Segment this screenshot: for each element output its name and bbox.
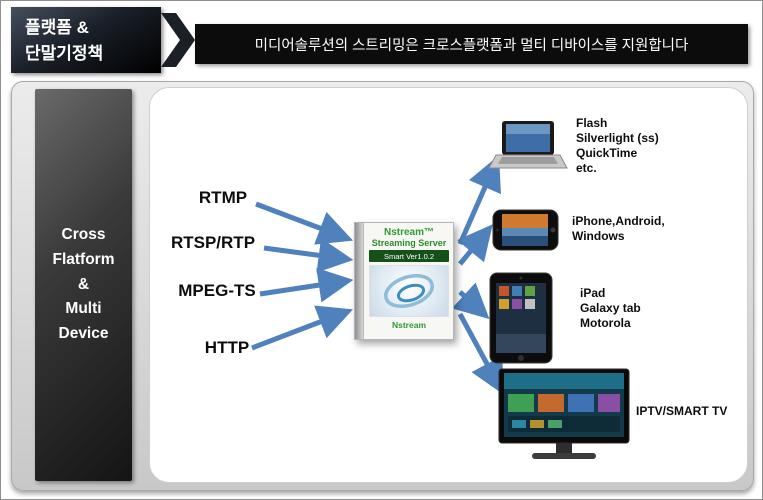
label-iptv-smart-tv: IPTV/SMART TV	[636, 404, 728, 418]
label-etc: etc.	[576, 161, 597, 175]
device-label-tablet: iPad Galaxy tab Motorola	[580, 286, 641, 331]
banner-text: 미디어솔루션의 스트리밍은 크로스플랫폼과 멀티 디바이스를 지원합니다	[195, 24, 748, 64]
swirl-logo-icon	[384, 274, 434, 308]
streaming-server-box: Nstream™ Streaming Server Smart Ver1.0.2…	[354, 222, 454, 340]
sidebar-line-multi: Multi	[65, 300, 102, 318]
device-label-phone: iPhone,Android, Windows	[572, 214, 665, 244]
sidebar-line-device: Device	[58, 325, 109, 343]
sidebar-line-flatform: Flatform	[52, 250, 115, 268]
protocol-rtsp-rtp: RTSP/RTP	[170, 233, 256, 252]
server-version: Smart Ver1.0.2	[369, 250, 449, 262]
label-windows: Windows	[572, 229, 625, 243]
label-quicktime: QuickTime	[576, 146, 638, 160]
label-iphone-android: iPhone,Android,	[572, 214, 665, 228]
label-galaxy-tab: Galaxy tab	[580, 301, 641, 315]
slide-title-line1: 플랫폼 &	[25, 18, 89, 37]
tablet-icon	[489, 272, 553, 364]
server-brand: Nstream™	[383, 227, 435, 238]
label-motorola: Motorola	[580, 316, 631, 330]
protocol-rtmp: RTMP	[198, 188, 248, 207]
server-box-content: Nstream™ Streaming Server Smart Ver1.0.2…	[365, 223, 453, 332]
laptop-icon	[488, 121, 568, 169]
chevron-right-icon	[161, 13, 195, 67]
server-footer: Nstream	[391, 320, 427, 330]
label-ipad: iPad	[580, 286, 606, 300]
protocol-mpeg-ts: MPEG-TS	[178, 281, 256, 300]
diagram-panel: RTMP RTSP/RTP MPEG-TS HTTP Nstream™ Stre…	[149, 87, 748, 483]
protocol-http: HTTP	[204, 338, 250, 357]
label-flash: Flash	[576, 116, 608, 130]
slide-title-box: 플랫폼 & 단말기정책	[11, 7, 161, 73]
smart-tv-icon	[498, 368, 630, 459]
sidebar-line-amp: &	[77, 275, 90, 293]
server-logo	[369, 265, 449, 317]
device-label-laptop: Flash Silverlight (ss) QuickTime etc.	[576, 116, 659, 176]
sidebar-label-box: Cross Flatform & Multi Device	[35, 89, 132, 481]
server-product: Streaming Server	[371, 238, 447, 248]
smartphone-icon	[492, 209, 559, 251]
sidebar-line-cross: Cross	[61, 226, 106, 243]
slide-title-line2: 단말기정책	[25, 44, 104, 64]
server-box-spine	[355, 223, 364, 339]
device-label-tv: IPTV/SMART TV	[636, 404, 727, 419]
label-silverlight: Silverlight (ss)	[576, 131, 659, 145]
